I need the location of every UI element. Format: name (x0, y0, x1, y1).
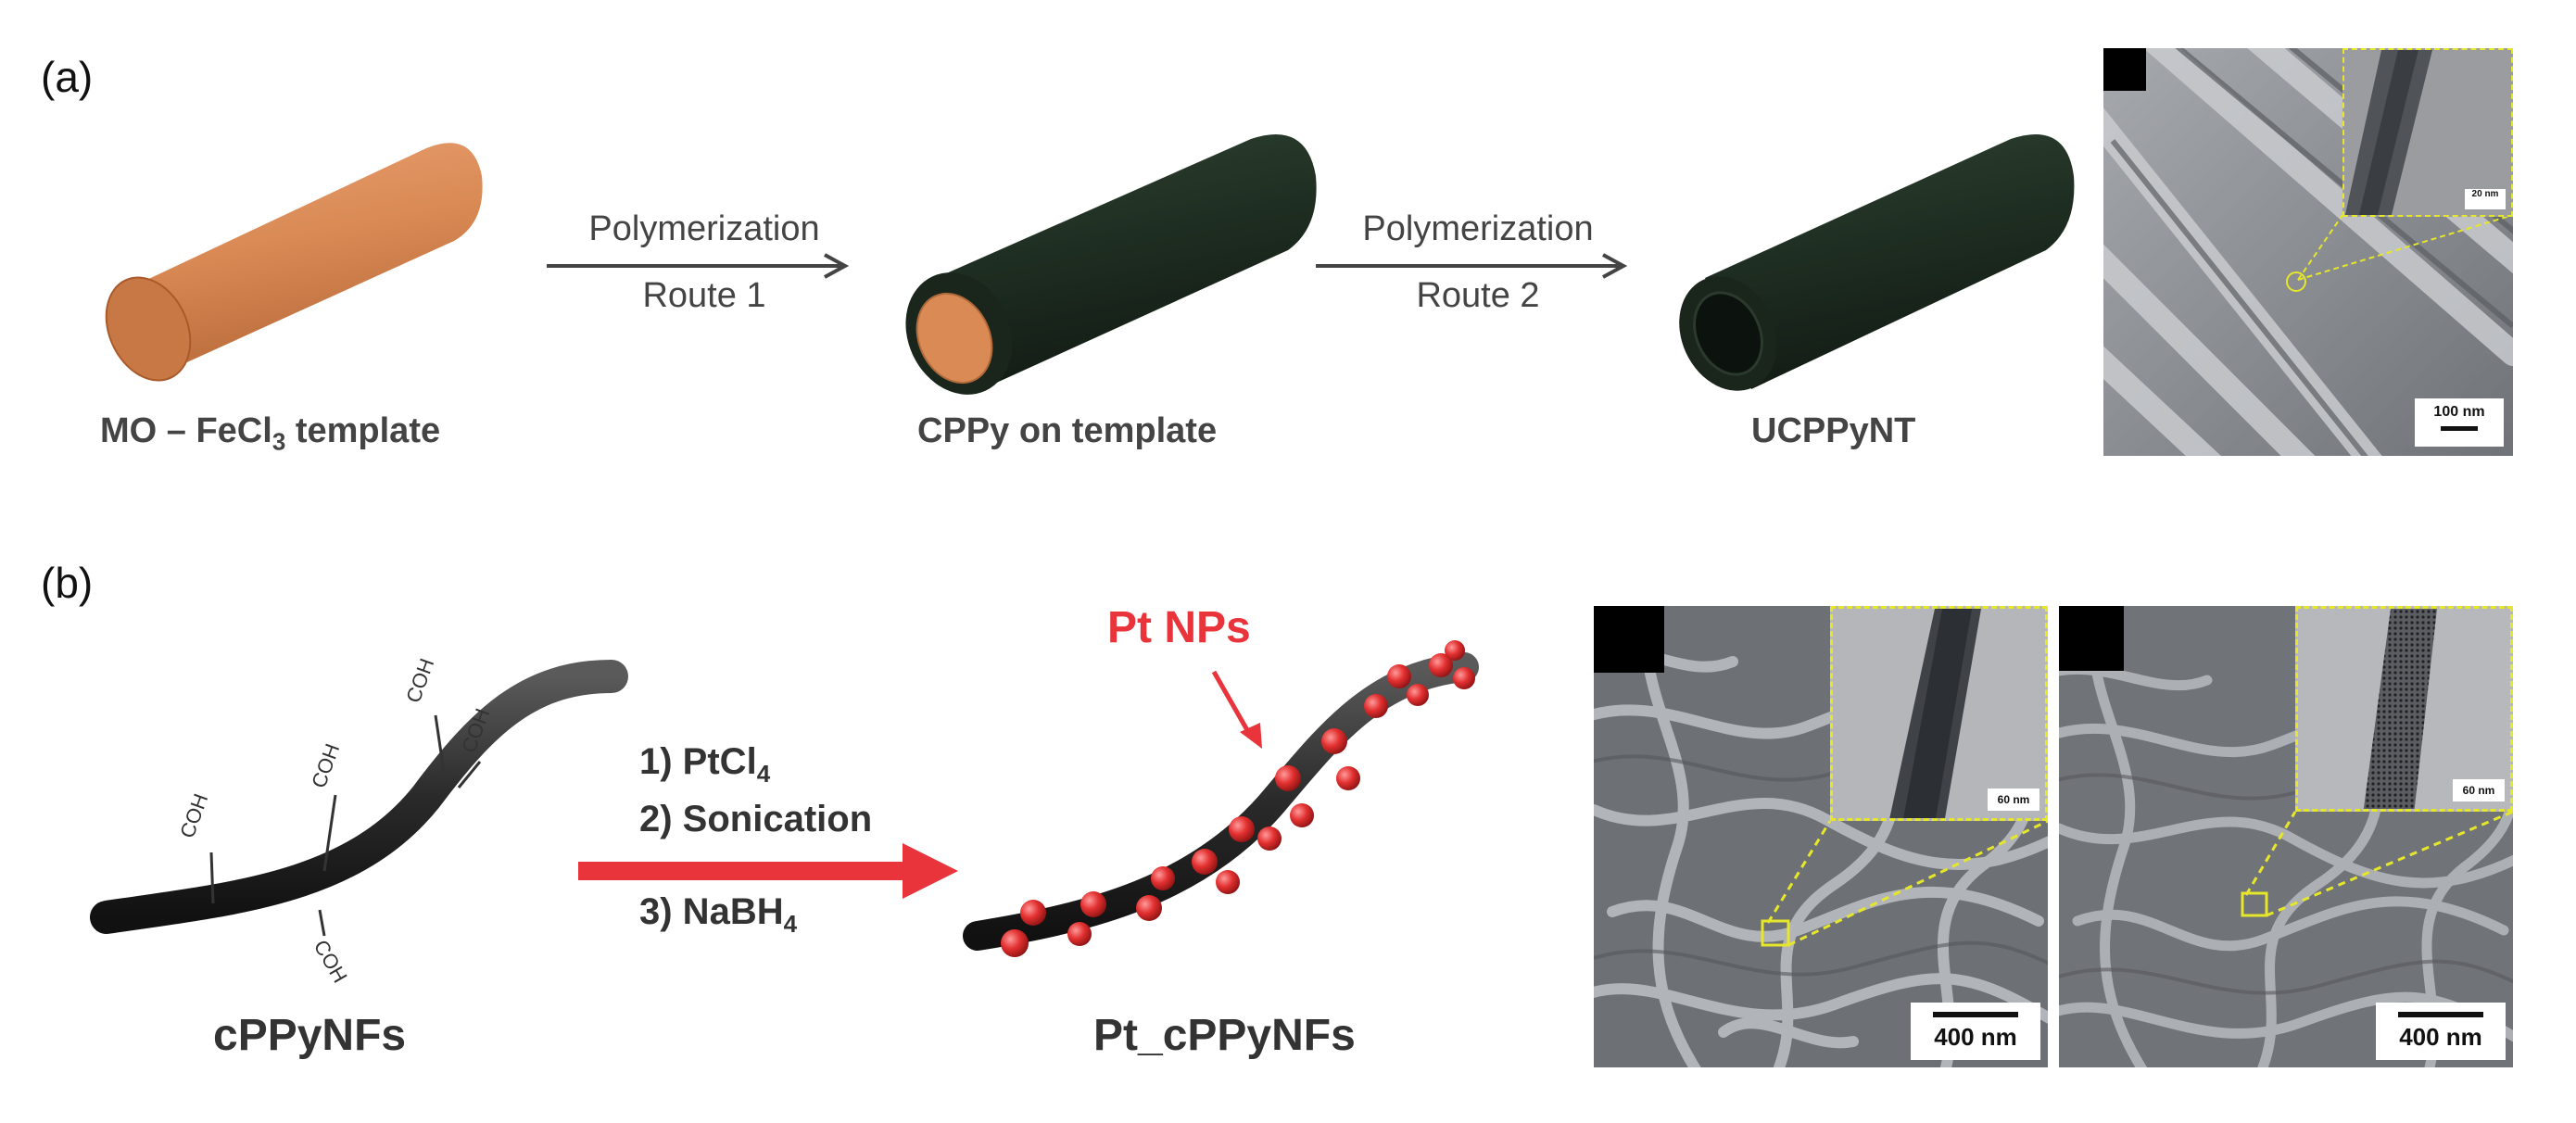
step-2: 2) Sonication (639, 799, 873, 839)
sem-b2-scalebar: 400 nm (2376, 1003, 2506, 1060)
arrow1-bottom-label: Route 1 (642, 276, 766, 315)
polymerization-arrow-2 (1316, 253, 1628, 279)
cppynfs-caption: cPPyNFs (213, 1011, 407, 1060)
pt-cppynf-fiber (963, 640, 1479, 957)
sem-image-b2: 60 nm 400 nm (2059, 606, 2513, 1067)
template-caption: MO – FeCl3 template (100, 411, 441, 456)
sem-b1-inset-scalebar: 60 nm (1988, 789, 2039, 811)
mo-fecl3-template-rod (105, 143, 483, 382)
panel-a-label: (a) (41, 53, 94, 101)
pt-nanoparticles (1001, 640, 1475, 957)
panel-b-label: (b) (41, 559, 94, 607)
cppynf-fiber: COH COH COH COH COH (90, 655, 628, 987)
sem-b2-inset-fiber (2363, 609, 2437, 809)
sem-a-scalebar: 100 nm (2415, 398, 2504, 447)
arrow1-top-label: Polymerization (588, 209, 820, 248)
cooh-label-5: COH (309, 936, 352, 987)
pt-nps-label: Pt NPs (1107, 603, 1251, 652)
sem-b2-inset-scalebar: 60 nm (2453, 779, 2505, 801)
sem-b1-scalebar: 400 nm (1911, 1003, 2040, 1060)
sem-b2-scalebar-line (2398, 1012, 2483, 1017)
arrow2-top-label: Polymerization (1362, 209, 1594, 248)
sem-b1-inset: 60 nm (1830, 606, 2048, 821)
sem-a-corner-square (2103, 48, 2146, 91)
pt-cppynfs-caption: Pt_cPPyNFs (1093, 1011, 1356, 1060)
cooh-label-2: COH (307, 740, 344, 790)
cppy-caption: CPPy on template (917, 411, 1218, 450)
sem-image-b1: 60 nm 400 nm (1594, 606, 2048, 1067)
polymerization-arrow-1 (547, 253, 850, 279)
cooh-label-3: COH (401, 655, 438, 705)
cooh-label-1: COH (175, 790, 212, 840)
sem-image-a: 20 nm 100 nm (2103, 48, 2513, 456)
ucppynt-hollow-tube (1679, 134, 2075, 391)
sem-b2-corner-square (2059, 606, 2124, 671)
sem-b1-inset-fiber (1889, 609, 1981, 818)
red-reaction-arrow (578, 843, 958, 899)
sem-b2-fiber-network (2059, 606, 2513, 1067)
arrow2-bottom-label: Route 2 (1416, 276, 1540, 315)
sem-b1-scalebar-line (1933, 1012, 2018, 1017)
pt-nps-pointer-arrow (1211, 670, 1262, 749)
cppy-on-template-tube (905, 134, 1317, 395)
sem-a-inset: 20 nm (2342, 48, 2513, 217)
step-3: 3) NaBH4 (639, 891, 798, 938)
step-1: 1) PtCl4 (639, 741, 771, 788)
sem-a-inset-tube (2344, 50, 2432, 215)
sem-a-scalebar-line (2441, 426, 2478, 431)
sem-b1-corner-square (1594, 606, 1664, 673)
sem-b1-fiber-network (1594, 606, 2048, 1067)
ucppynt-caption: UCPPyNT (1751, 411, 1916, 450)
sem-a-inset-scalebar: 20 nm (2465, 189, 2506, 209)
cooh-groups: COH COH COH COH COH (175, 655, 494, 987)
sem-b2-inset: 60 nm (2295, 606, 2513, 812)
